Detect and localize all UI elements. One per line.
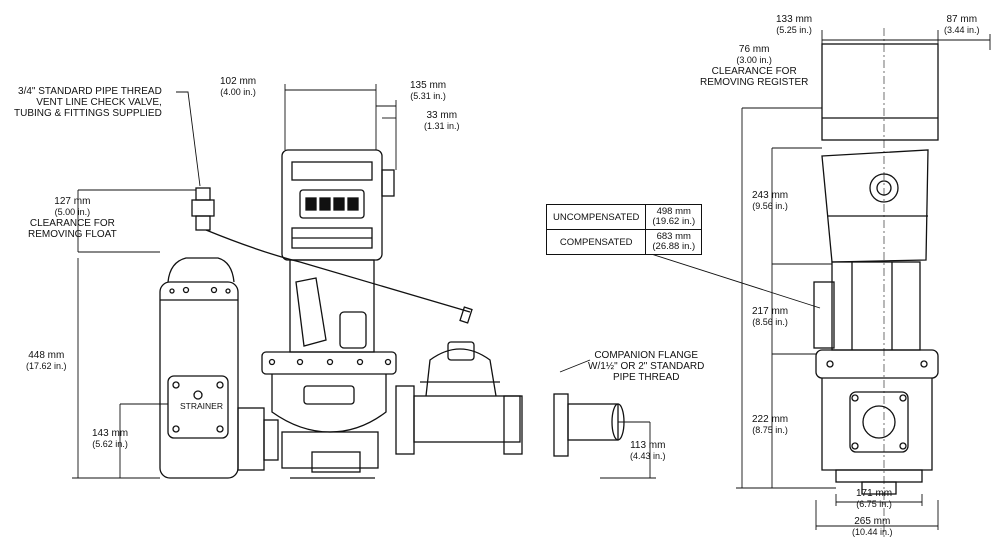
table-row: COMPENSATED 683 mm (26.88 in.) (545, 229, 703, 255)
float-clearance-callout: 127 mm (5.00 in.) CLEARANCE FOR REMOVING… (28, 196, 117, 240)
companion-flange-callout: COMPANION FLANGE W/1½" OR 2" STANDARD PI… (588, 350, 705, 383)
dim-265-label: 265 mm (10.44 in.) (852, 516, 893, 537)
vent-valve-line-1: 3/4" STANDARD PIPE THREAD (18, 86, 162, 97)
dim-171-label: 171 mm (6.75 in.) (856, 488, 893, 509)
height-table: UNCOMPENSATED 498 mm (19.62 in.) COMPENS… (545, 204, 703, 255)
compensated-value: 683 mm (26.88 in.) (645, 229, 703, 255)
meter-front-view (159, 149, 625, 479)
dim-87-label: 87 mm (3.44 in.) (944, 14, 980, 35)
dim-222-label: 222 mm (8.75 in.) (752, 414, 789, 435)
dim-143-label: 143 mm (5.62 in.) (92, 428, 129, 449)
vent-valve-line-3: TUBING & FITTINGS SUPPLIED (14, 108, 162, 119)
uncompensated-value: 498 mm (19.62 in.) (645, 204, 703, 230)
dim-133-label: 133 mm (5.25 in.) (776, 14, 813, 35)
dim-113-label: 113 mm (4.43 in.) (630, 440, 666, 461)
dim-243-label: 243 mm (9.56 in.) (752, 190, 789, 211)
vent-valve-line-2: VENT LINE CHECK VALVE, (36, 97, 162, 108)
dim-448-label: 448 mm (17.62 in.) (26, 350, 67, 371)
dim-102-label: 102 mm (4.00 in.) (220, 76, 257, 97)
uncompensated-label: UNCOMPENSATED (545, 204, 647, 230)
strainer-label: STRAINER (180, 401, 223, 411)
table-row: UNCOMPENSATED 498 mm (19.62 in.) (545, 204, 703, 230)
register-clearance-callout: 76 mm (3.00 in.) CLEARANCE FOR REMOVING … (700, 44, 809, 88)
dim-33-label: 33 mm (1.31 in.) (424, 110, 460, 131)
dim-135-label: 135 mm (5.31 in.) (410, 80, 447, 101)
meter-side-view (813, 43, 939, 495)
vent-valve-callout: 3/4" STANDARD PIPE THREAD VENT LINE CHEC… (14, 86, 162, 119)
dim-217-label: 217 mm (8.56 in.) (752, 306, 789, 327)
compensated-label: COMPENSATED (545, 229, 647, 255)
dimension-lines (72, 28, 991, 540)
